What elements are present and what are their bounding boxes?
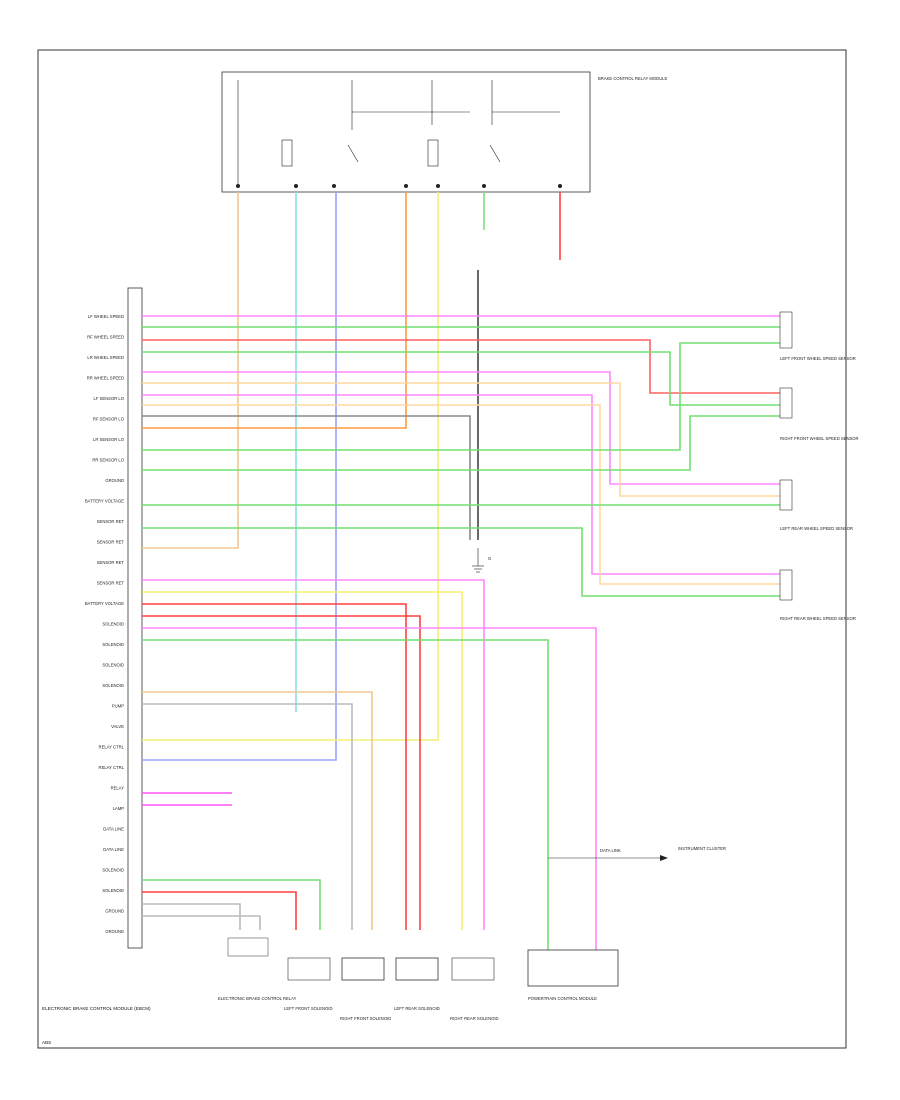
row-label: SENSOR RET [97,540,125,545]
wire-green-lf-sol [142,879,321,930]
row-label: SOLENOID [102,683,124,688]
wire-blue [142,192,337,761]
row-label: RF WHEEL SPEED [87,335,124,340]
row-labels: LF WHEEL SPEED RF WHEEL SPEED LR WHEEL SPE… [85,314,125,934]
wire-pink2 [142,394,780,575]
bottom-comp-5: POWERTRAIN CONTROL MODULE [528,996,597,1001]
row-label: SENSOR RET [97,560,125,565]
wire-pink-sol [142,579,485,930]
row-label: RELAY [111,786,125,791]
row-label: GROUND [105,478,124,483]
wire-orange-lr [142,382,780,497]
bottom-comp-3: LEFT REAR SOLENOID [394,1006,440,1011]
row-label: LR WHEEL SPEED [87,355,124,360]
wire-orange-relay [142,691,373,930]
relay-internals [236,80,562,188]
wire-yellow [142,192,439,741]
bottom-comp-0: ELECTRONIC BRAKE CONTROL RELAY [218,996,297,1001]
row-label: RF SENSOR LO [93,417,125,422]
wire-gray-gnd2 [142,915,261,930]
corner-label: ABS [42,1040,51,1045]
ground-symbol [472,548,484,573]
row-label: SOLENOID [102,622,124,627]
row-label: LAMP [113,806,125,811]
data-link-label: DATA LINK [600,848,621,853]
row-label: RELAY CTRL [99,765,125,770]
wire-gray [142,415,471,540]
row-label: LF WHEEL SPEED [88,314,124,319]
wire-orange-batt [142,192,239,549]
ground-label: G [488,556,491,561]
row-label: SOLENOID [102,868,124,873]
ebcm-connector [127,287,143,949]
row-label: LR SENSOR LO [93,437,125,442]
diagram-frame [37,49,847,1049]
relay-module-label: BRAKE CONTROL RELAY MODULE [598,76,667,81]
wire-orange-rr [142,404,780,585]
wires [142,192,780,950]
wire-green-d [142,527,780,597]
wire-green-a [142,342,780,451]
wire-gray-relay [142,703,353,930]
wire-yellow-sol [142,591,463,930]
row-label: BATTERY VOLTAGE [85,499,124,504]
row-label: SENSOR RET [97,519,125,524]
wire-red-sol2 [142,615,421,930]
wire-red-sol1 [142,603,407,930]
wire-red-rf [142,339,780,394]
right-connectors [779,311,793,601]
wire-gray-gnd [142,903,241,930]
bottom-comp-4: RIGHT REAR SOLENOID [450,1016,499,1021]
bottom-components [227,937,619,987]
row-label: BATTERY VOLTAGE [85,601,124,606]
row-label: GROUND [105,929,124,934]
instrument-cluster-label: INSTRUMENT CLUSTER [678,846,726,851]
wire-green-rf [142,351,780,406]
wire-green-b [142,415,780,471]
relay-module-box [221,71,591,193]
row-label: SOLENOID [102,642,124,647]
conn-rf-label: RIGHT FRONT WHEEL SPEED SENSOR [780,436,859,441]
wire-pink-ctrl [142,627,597,950]
row-label: SOLENOID [102,663,124,668]
wire-orange [142,192,407,429]
row-label: RR WHEEL SPEED [87,376,124,381]
conn-lr-label: LEFT REAR WHEEL SPEED SENSOR [780,526,853,531]
ebcm-label: ELECTRONIC BRAKE CONTROL MODULE (EBCM) [42,1006,151,1011]
wire-green-ctrl [142,639,549,950]
conn-lf-label: LEFT FRONT WHEEL SPEED SENSOR [780,356,856,361]
row-label: LF SENSOR LO [94,396,125,401]
row-label: VALVE [111,724,124,729]
row-label: RR SENSOR LO [92,458,124,463]
row-label: DATA LINE [103,847,124,852]
row-label: SOLENOID [102,888,124,893]
wire-pink-lr [142,371,780,485]
bottom-comp-2: RIGHT FRONT SOLENOID [340,1016,391,1021]
conn-rr-label: RIGHT REAR WHEEL SPEED SENSOR [780,616,856,621]
wire-red-lf-sol [142,891,297,930]
row-label: DATA LINE [103,827,124,832]
bottom-comp-1: LEFT FRONT SOLENOID [284,1006,332,1011]
row-label: SENSOR RET [97,581,125,586]
row-label: GROUND [105,909,124,914]
row-label: PUMP [112,704,124,709]
row-label: RELAY CTRL [99,745,125,750]
